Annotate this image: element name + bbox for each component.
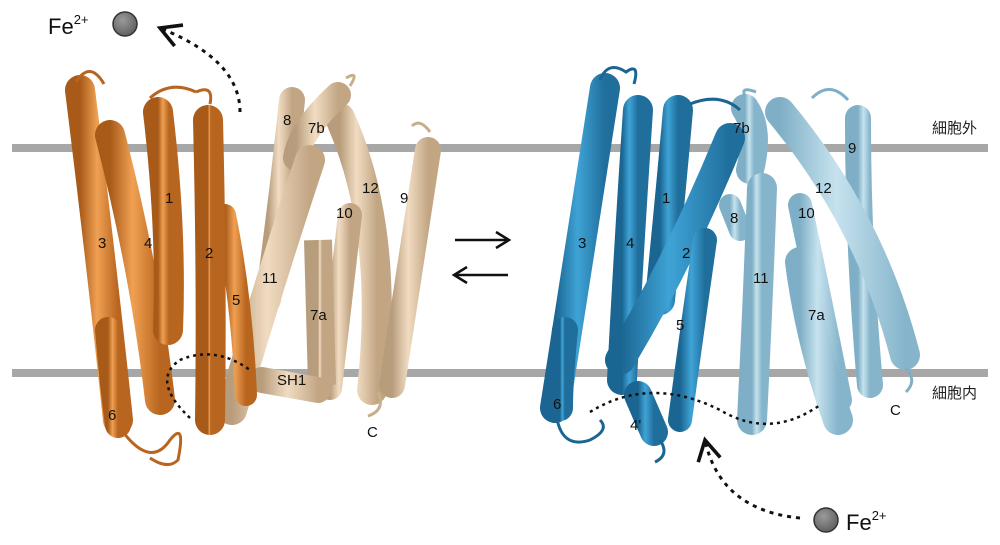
left-label-c: C: [367, 424, 378, 441]
right-helix-5: [668, 228, 717, 432]
left-label-11: 11: [262, 270, 278, 287]
left-helix-1: [143, 97, 184, 345]
right-label-5: 5: [676, 317, 684, 334]
intracellular-label: 細胞内: [932, 384, 977, 402]
left-helix-labels: 1 2 3 4 5 6 7a 7b 8 9 10 11 12 SH1 C: [98, 112, 408, 441]
right-pathway-dotted: [589, 391, 821, 426]
right-helix-11: [737, 173, 777, 435]
left-pathway-dotted: [165, 353, 251, 419]
ion-inward-sphere: [813, 507, 839, 533]
right-label-12: 12: [815, 180, 832, 197]
right-label-c: C: [890, 402, 901, 419]
right-helix-12: [765, 97, 920, 370]
equilibrium-arrows: [451, 230, 512, 285]
reverse-arrow: [451, 265, 508, 285]
ion-outward-sphere: [112, 11, 138, 37]
left-label-7b: 7b: [308, 120, 325, 137]
right-n-domain-top-loops: [598, 66, 742, 112]
left-helix-2: [193, 105, 226, 435]
left-label-2: 2: [205, 245, 213, 262]
left-c-domain: [217, 73, 441, 425]
right-n-domain: [540, 66, 745, 464]
left-ion-release-arrow: [156, 23, 242, 113]
forward-arrow: [455, 230, 512, 250]
right-helix-7a: [785, 247, 853, 435]
right-label-4: 4: [626, 235, 634, 252]
right-label-9: 9: [848, 140, 856, 157]
right-c-domain-top-loops: [742, 88, 850, 102]
right-label-7b: 7b: [733, 120, 750, 137]
left-helix-12: [325, 103, 392, 405]
left-label-1: 1: [165, 190, 173, 207]
right-label-10: 10: [798, 205, 815, 222]
left-helix-6: [95, 317, 131, 438]
left-c-domain-top-loops: [345, 73, 432, 133]
right-label-1: 1: [662, 190, 670, 207]
right-label-7a: 7a: [808, 307, 825, 324]
left-helix-sh1: [249, 367, 331, 403]
left-label-5: 5: [232, 292, 240, 309]
right-n-domain-bottom-loops: [554, 411, 666, 464]
right-label-8: 8: [730, 210, 738, 227]
left-helix-4: [95, 120, 175, 415]
left-c-terminus-loop: [367, 391, 382, 418]
right-helix-4prime: [624, 381, 668, 446]
left-label-9: 9: [400, 190, 408, 207]
left-n-domain: [65, 70, 257, 466]
left-n-domain-bottom-loop: [118, 427, 183, 466]
left-label-sh1: SH1: [277, 372, 306, 389]
right-c-domain: [719, 88, 920, 435]
left-n-domain-top-loops: [74, 70, 213, 105]
right-transporter: [540, 66, 920, 520]
right-helix-labels: 1 2 3 4 4' 5 6 7a 7b 8 9 10 11 12 C: [553, 120, 901, 434]
left-label-10: 10: [336, 205, 353, 222]
left-label-7a: 7a: [310, 307, 327, 324]
left-helix-7a: [304, 239, 336, 386]
ion-outward-symbol: Fe2+: [48, 12, 89, 39]
right-label-4prime: 4': [630, 417, 641, 434]
right-c-terminus-loop: [903, 366, 914, 394]
ion-outward: Fe2+: [48, 11, 138, 39]
ion-inward-symbol: Fe2+: [846, 508, 887, 535]
right-helix-2: [605, 123, 745, 375]
left-helix-5: [214, 204, 257, 406]
left-label-6: 6: [108, 407, 116, 424]
right-ion-entry-arrow: [696, 436, 801, 520]
right-label-6: 6: [553, 396, 561, 413]
right-label-3: 3: [578, 235, 586, 252]
ion-inward: Fe2+: [813, 507, 887, 535]
left-label-12: 12: [362, 180, 379, 197]
left-helix-9: [379, 137, 441, 398]
extracellular-label: 細胞外: [932, 119, 977, 137]
left-transporter: [65, 23, 441, 466]
left-label-3: 3: [98, 235, 106, 252]
right-label-2: 2: [682, 245, 690, 262]
right-label-11: 11: [753, 270, 769, 287]
right-helix-8: [719, 194, 751, 241]
left-label-4: 4: [144, 235, 152, 252]
right-helix-6: [547, 317, 578, 421]
left-label-8: 8: [283, 112, 291, 129]
right-helix-7b: [731, 94, 768, 184]
